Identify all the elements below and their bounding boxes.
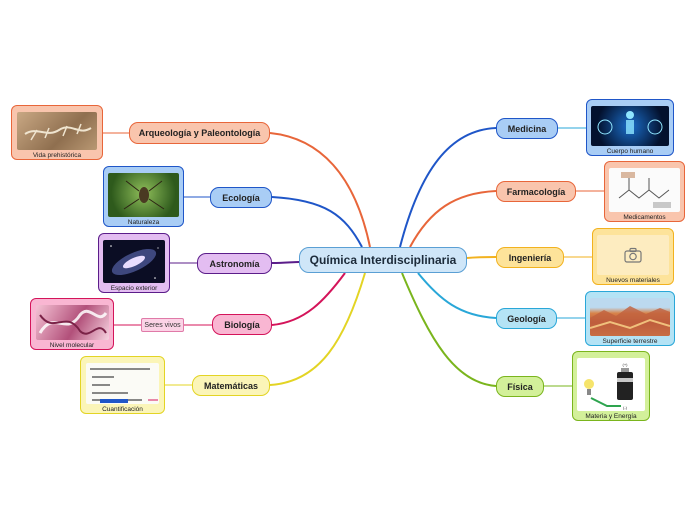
fossil-image [17, 112, 97, 150]
card-nivel-molecular[interactable]: Nivel molecular [30, 298, 114, 350]
card-caption: Cuerpo humano [606, 148, 654, 155]
link-astronomia [271, 261, 300, 264]
topic-ecologia[interactable]: Ecología [210, 187, 272, 208]
topic-geologia[interactable]: Geología [496, 308, 557, 329]
topic-farmacologia[interactable]: Farmacología [496, 181, 576, 202]
topic-medicina[interactable]: Medicina [496, 118, 558, 139]
dna-image [35, 305, 109, 340]
card-superficie-terrestre[interactable]: Superficie terrestre [585, 291, 675, 346]
card-materia-energia[interactable]: (+) (-) Materia y Energía [572, 351, 650, 421]
topic-ingenieria[interactable]: Ingeniería [496, 247, 564, 268]
card-caption: Nivel molecular [49, 342, 95, 349]
link-farmacologia [409, 190, 497, 248]
card-caption: Vida prehistórica [32, 152, 82, 159]
body-image [591, 106, 669, 146]
card-nuevos-materiales[interactable]: Nuevos materiales [592, 228, 674, 285]
card-espacio-exterior[interactable]: Espacio exterior [98, 233, 170, 293]
landscape-image [590, 298, 670, 336]
camera-placeholder [597, 235, 669, 275]
svg-text:(-): (-) [623, 405, 628, 410]
topic-matematicas[interactable]: Matemáticas [192, 375, 270, 396]
card-caption: Superficie terrestre [602, 338, 658, 345]
link-ecologia [271, 196, 363, 248]
card-vida-prehistorica[interactable]: Vida prehistórica [11, 105, 103, 160]
equations-image [86, 363, 159, 404]
battery-circuit-icon: (+) (-) [577, 358, 645, 411]
card-caption: Nuevos materiales [606, 277, 660, 284]
card-cuantificacion[interactable]: Cuantificación [80, 356, 165, 414]
insect-image [108, 173, 179, 217]
galaxy-image [103, 240, 165, 283]
topic-arqueologia[interactable]: Arqueología y Paleontología [129, 122, 270, 144]
link-matematicas [269, 272, 366, 386]
link-arqueologia [269, 132, 371, 248]
card-caption: Naturaleza [127, 219, 160, 226]
link-geologia [417, 272, 497, 319]
card-caption: Cuantificación [102, 406, 143, 413]
link-fisica [401, 272, 497, 387]
topic-astronomia[interactable]: Astronomía [197, 253, 272, 274]
molecule-image [609, 168, 680, 212]
card-caption: Espacio exterior [110, 285, 158, 292]
card-caption: Medicamentos [623, 214, 666, 221]
central-topic[interactable]: Química Interdisciplinaria [299, 247, 467, 273]
svg-text:(+): (+) [623, 362, 629, 367]
card-medicamentos[interactable]: Medicamentos [604, 161, 685, 222]
card-cuerpo-humano[interactable]: Cuerpo humano [586, 99, 674, 156]
subtopic-seres-vivos[interactable]: Seres vivos [141, 318, 184, 332]
card-naturaleza[interactable]: Naturaleza [103, 166, 184, 227]
topic-biologia[interactable]: Biología [212, 314, 272, 335]
topic-fisica[interactable]: Física [496, 376, 544, 397]
link-biologia [271, 272, 346, 326]
link-ingenieria [466, 256, 497, 259]
camera-icon [624, 247, 642, 263]
card-caption: Materia y Energía [585, 413, 637, 420]
link-medicina [399, 127, 497, 248]
